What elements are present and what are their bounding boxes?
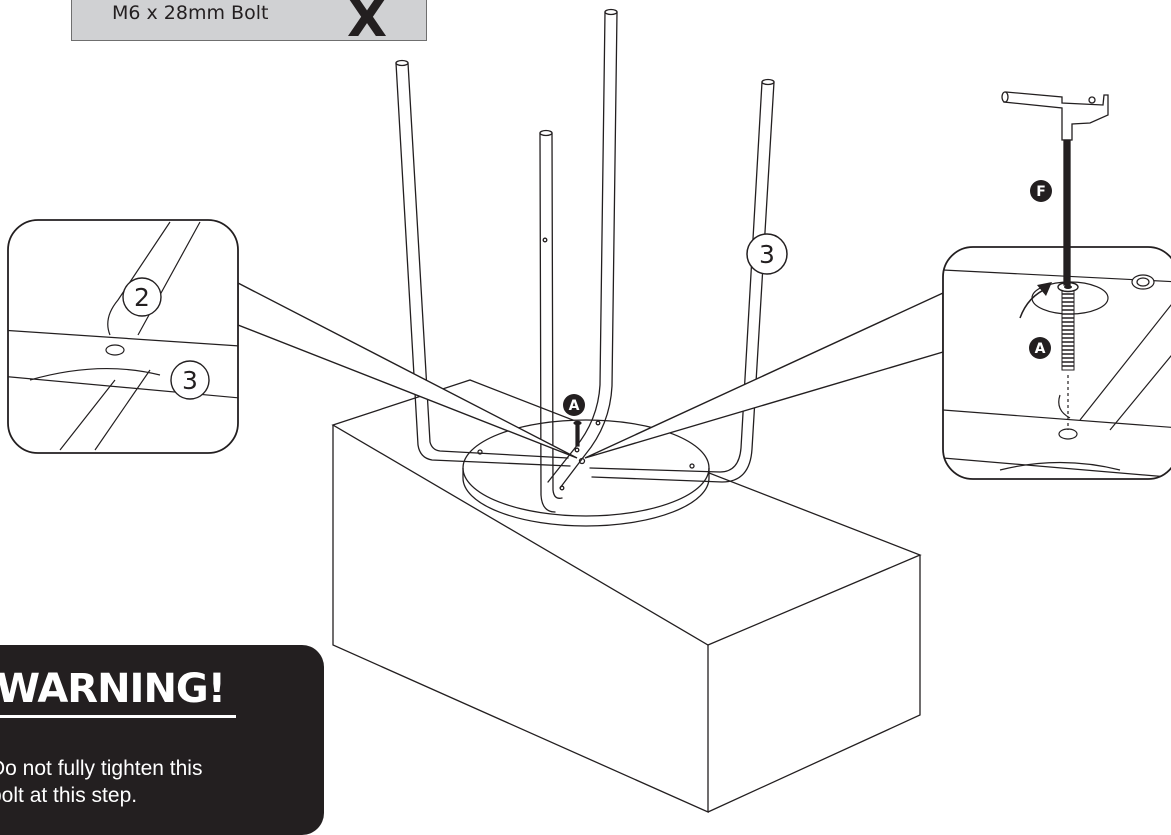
part-legend: M6 x 28mm Bolt X xyxy=(71,0,427,45)
callout-leg-2: 2 xyxy=(122,277,162,317)
svg-text:3: 3 xyxy=(759,240,775,269)
svg-text:A: A xyxy=(569,398,580,414)
inset-right: A xyxy=(942,246,1171,480)
warning-text: Do not fully tighten this bolt at this s… xyxy=(0,757,203,807)
callout-a-inset: A xyxy=(1029,337,1051,359)
bolt-threaded xyxy=(1057,281,1079,371)
svg-text:F: F xyxy=(1036,184,1046,200)
callout-leg-3-main: 3 xyxy=(746,233,788,275)
callout-leg-3-inset: 3 xyxy=(170,360,210,400)
bolt-icon xyxy=(573,420,582,447)
svg-text:A: A xyxy=(1035,341,1046,357)
allen-key-icon xyxy=(1001,91,1109,286)
callout-f: F xyxy=(1030,180,1052,202)
pre-installed-bolt xyxy=(1131,274,1155,290)
seat-disc xyxy=(462,419,710,527)
warning-panel: WARNING! Do not fully tighten this bolt … xyxy=(0,645,324,835)
part-label: M6 x 28mm Bolt xyxy=(112,2,269,24)
assembly-diagram: A 3 2 3 xyxy=(7,8,1171,814)
quantity-mark: X xyxy=(347,0,388,49)
svg-text:3: 3 xyxy=(182,366,198,395)
inset-left: 2 3 xyxy=(7,219,239,454)
callout-a-main: A xyxy=(563,394,585,416)
zoom-pointer-right xyxy=(584,291,944,459)
leg-frame xyxy=(395,8,775,513)
rotation-arrowhead xyxy=(1037,282,1052,296)
warning-title: WARNING! xyxy=(0,669,236,718)
zoom-pointer-left xyxy=(237,281,578,459)
svg-text:2: 2 xyxy=(134,283,150,312)
